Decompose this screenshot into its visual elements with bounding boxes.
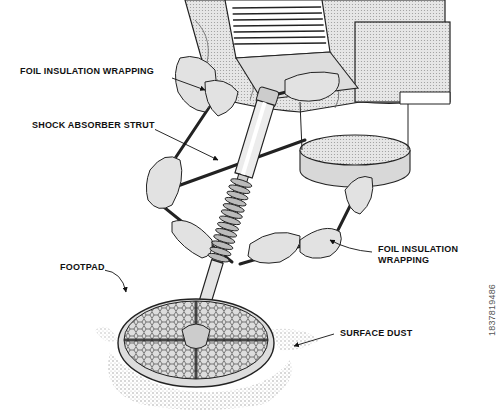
callout-label: FOIL INSULATION WRAPPING <box>378 244 468 266</box>
callout-label: SHOCK ABSORBER STRUT <box>32 120 155 131</box>
leader-lines <box>104 78 372 346</box>
louver-slat <box>233 25 323 26</box>
shock-absorber-strut <box>186 86 280 334</box>
foil-insulation-wrapping <box>146 57 372 264</box>
louver-slat <box>233 13 322 14</box>
louver-slat <box>234 37 325 38</box>
footpad <box>118 299 274 387</box>
watermark-number: 1837819486 <box>487 284 498 336</box>
louver-slat <box>232 7 321 8</box>
louver-slat <box>234 43 326 44</box>
lander-body <box>185 0 450 187</box>
louver-slat <box>233 19 323 20</box>
callout-label: FOIL INSULATION WRAPPING <box>20 66 154 77</box>
callout-label: FOOTPAD <box>60 262 105 273</box>
callout-label: SURFACE DUST <box>340 328 412 339</box>
louver-slat <box>234 31 325 32</box>
